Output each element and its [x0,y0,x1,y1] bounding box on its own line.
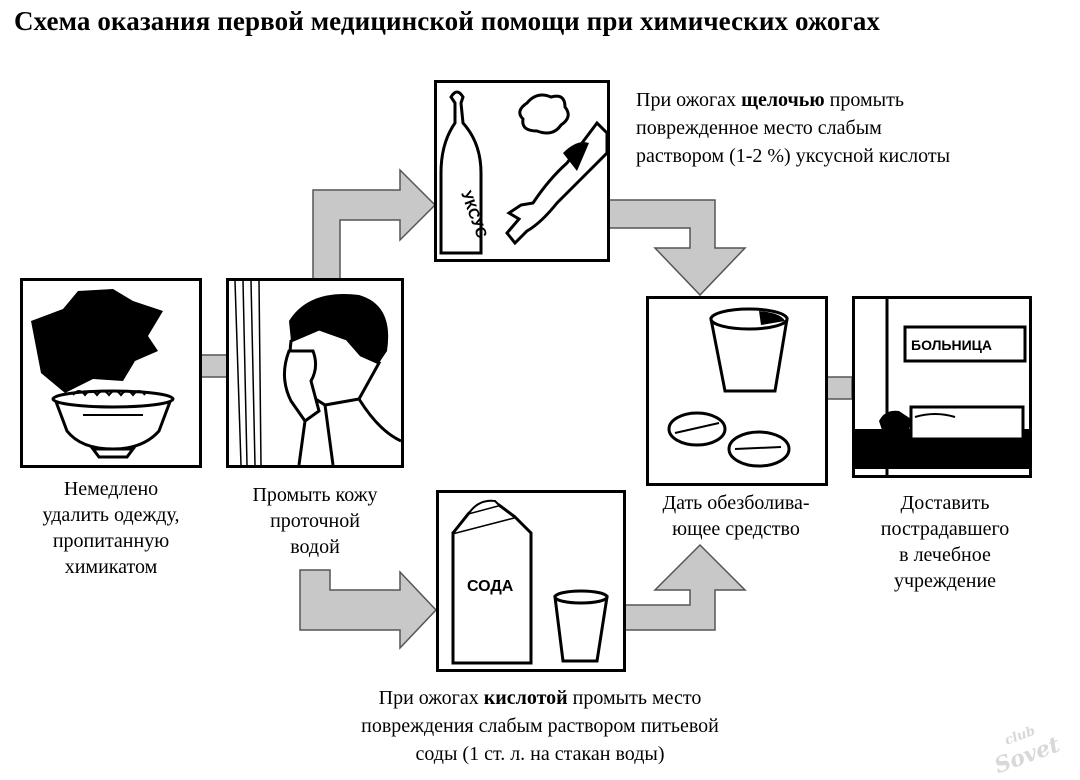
text-span: промыть место [567,687,702,709]
bold-keyword: щелочью [741,89,825,111]
soda-label: СОДА [467,578,514,595]
acid-line-3: соды (1 ст. л. на стакан воды) [415,743,665,765]
panel-hospital: БОЛЬНИЦА [852,296,1032,478]
caption-rinse-water: Промыть кожу проточной водой [220,482,410,560]
rinsing-face-illustration [234,281,401,465]
arrow-alkali-to-painkiller [604,199,747,297]
text-span: промыть [824,89,904,111]
panel-painkiller [646,296,828,486]
alkali-line-2: поврежденное место слабым [636,117,882,139]
alkali-line-3: раствором (1-2 %) уксусной кислоты [636,145,951,167]
caption-line: пострадавшего [880,518,1010,540]
arrow-acid-to-painkiller [624,543,747,631]
caption-line: пропитанную [52,530,170,552]
alkali-line-1: При ожогах щелочью промыть [636,86,1066,114]
caption-line: водой [290,536,340,558]
caption-line: удалить одежду, [42,504,180,526]
caption-line: Промыть кожу [252,484,378,506]
bold-keyword: кислотой [483,687,568,709]
panel-alkali-vinegar: УКСУС [434,80,610,262]
caption-line: в лечебное [899,544,991,566]
text-span: При ожогах [378,687,484,709]
acid-line-1: При ожогах кислотой промыть место [300,684,780,712]
hospital-sign: БОЛЬНИЦА [911,337,992,353]
panel-rinse-water [226,278,404,468]
caption-line: учреждение [893,570,997,592]
diagram-title: Схема оказания первой медицинской помощи… [14,6,881,36]
acid-line-2: повреждения слабым раствором питьевой [361,715,719,737]
clothing-bowl-illustration [31,289,175,459]
alkali-instruction: При ожогах щелочью промыть поврежденное … [636,86,1066,170]
caption-remove-clothing: Немедлено удалить одежду, пропитанную хи… [20,476,202,580]
text-span: При ожогах [636,89,742,111]
caption-line: Дать обезболива- [662,492,810,514]
connector-remove-to-rinse [199,354,229,378]
arrow-to-alkali-panel [312,168,437,281]
caption-line: Немедлено [63,478,159,500]
caption-hospital: Доставить пострадавшего в лечебное учреж… [850,490,1040,594]
pills-glass-illustration [667,307,791,468]
vinegar-hand-illustration: УКСУС [439,90,607,255]
arrow-to-acid-panel [299,569,438,650]
caption-line: химикатом [64,556,158,578]
soda-glass-illustration: СОДА [451,499,609,665]
caption-line: Доставить [900,492,990,514]
caption-line: проточной [270,510,360,532]
caption-painkiller: Дать обезболива- ющее средство [636,490,836,542]
connector-painkiller-to-hospital [825,376,853,400]
panel-remove-clothing [20,278,202,468]
hospital-bed-illustration: БОЛЬНИЦА [855,299,1029,475]
acid-instruction: При ожогах кислотой промыть место повреж… [300,684,780,768]
caption-line: ющее средство [672,518,800,540]
panel-acid-soda: СОДА [436,490,626,672]
